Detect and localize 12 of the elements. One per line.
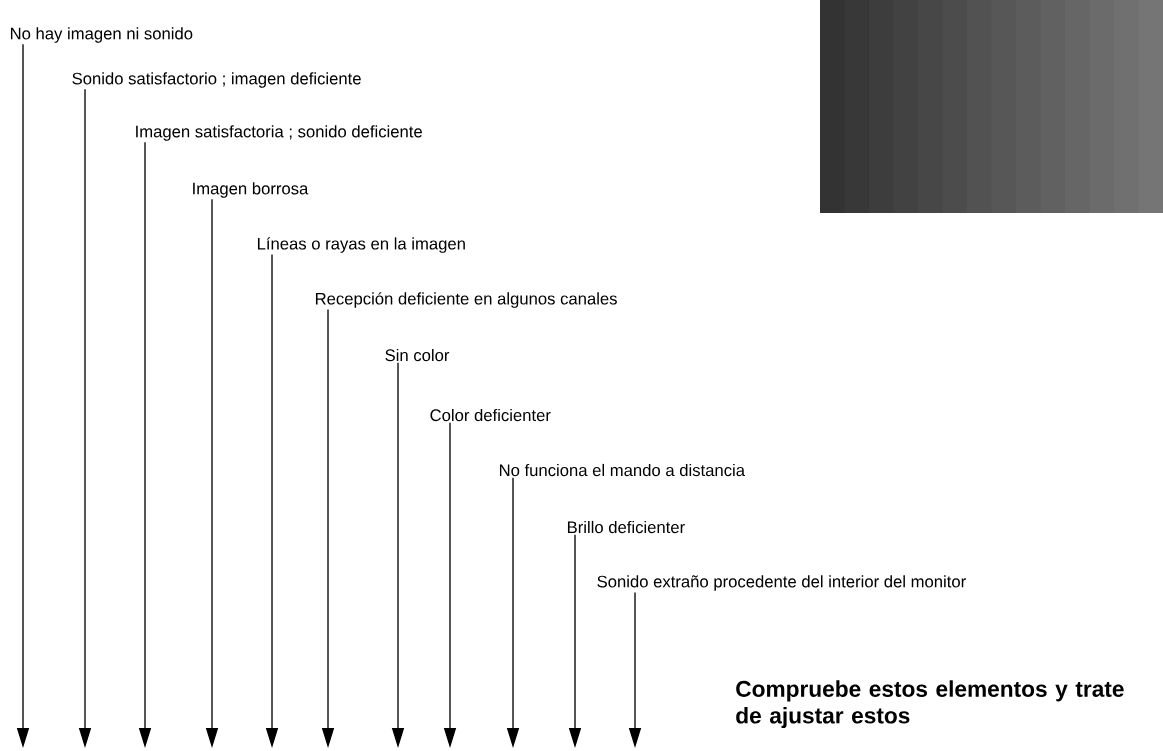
problem-label: Imagen satisfactoria ; sonido deficiente bbox=[136, 125, 422, 141]
problem-label: No hay imagen ni sonido bbox=[10, 27, 193, 43]
problem-label: Sin color bbox=[385, 348, 450, 362]
problem-label: Imagen borrosa bbox=[193, 182, 309, 198]
problem-label: No funciona el mando a distancia bbox=[499, 463, 745, 477]
note-text: Compruebe estos elementos y trate de ajustar estos bbox=[736, 680, 1124, 729]
problem-label: Líneas o rayas en la imagen bbox=[257, 237, 465, 253]
problem-label: Brillo deficienter bbox=[567, 520, 685, 534]
problem-label: Sonido satisfactorio ; imagen deficiente bbox=[72, 72, 361, 88]
problem-label: Color deficienter bbox=[430, 408, 551, 422]
problem-label: Recepción deficiente en algunos canales bbox=[315, 292, 617, 308]
problem-label: Sonido extraño procedente del interior del monitor bbox=[597, 575, 966, 591]
